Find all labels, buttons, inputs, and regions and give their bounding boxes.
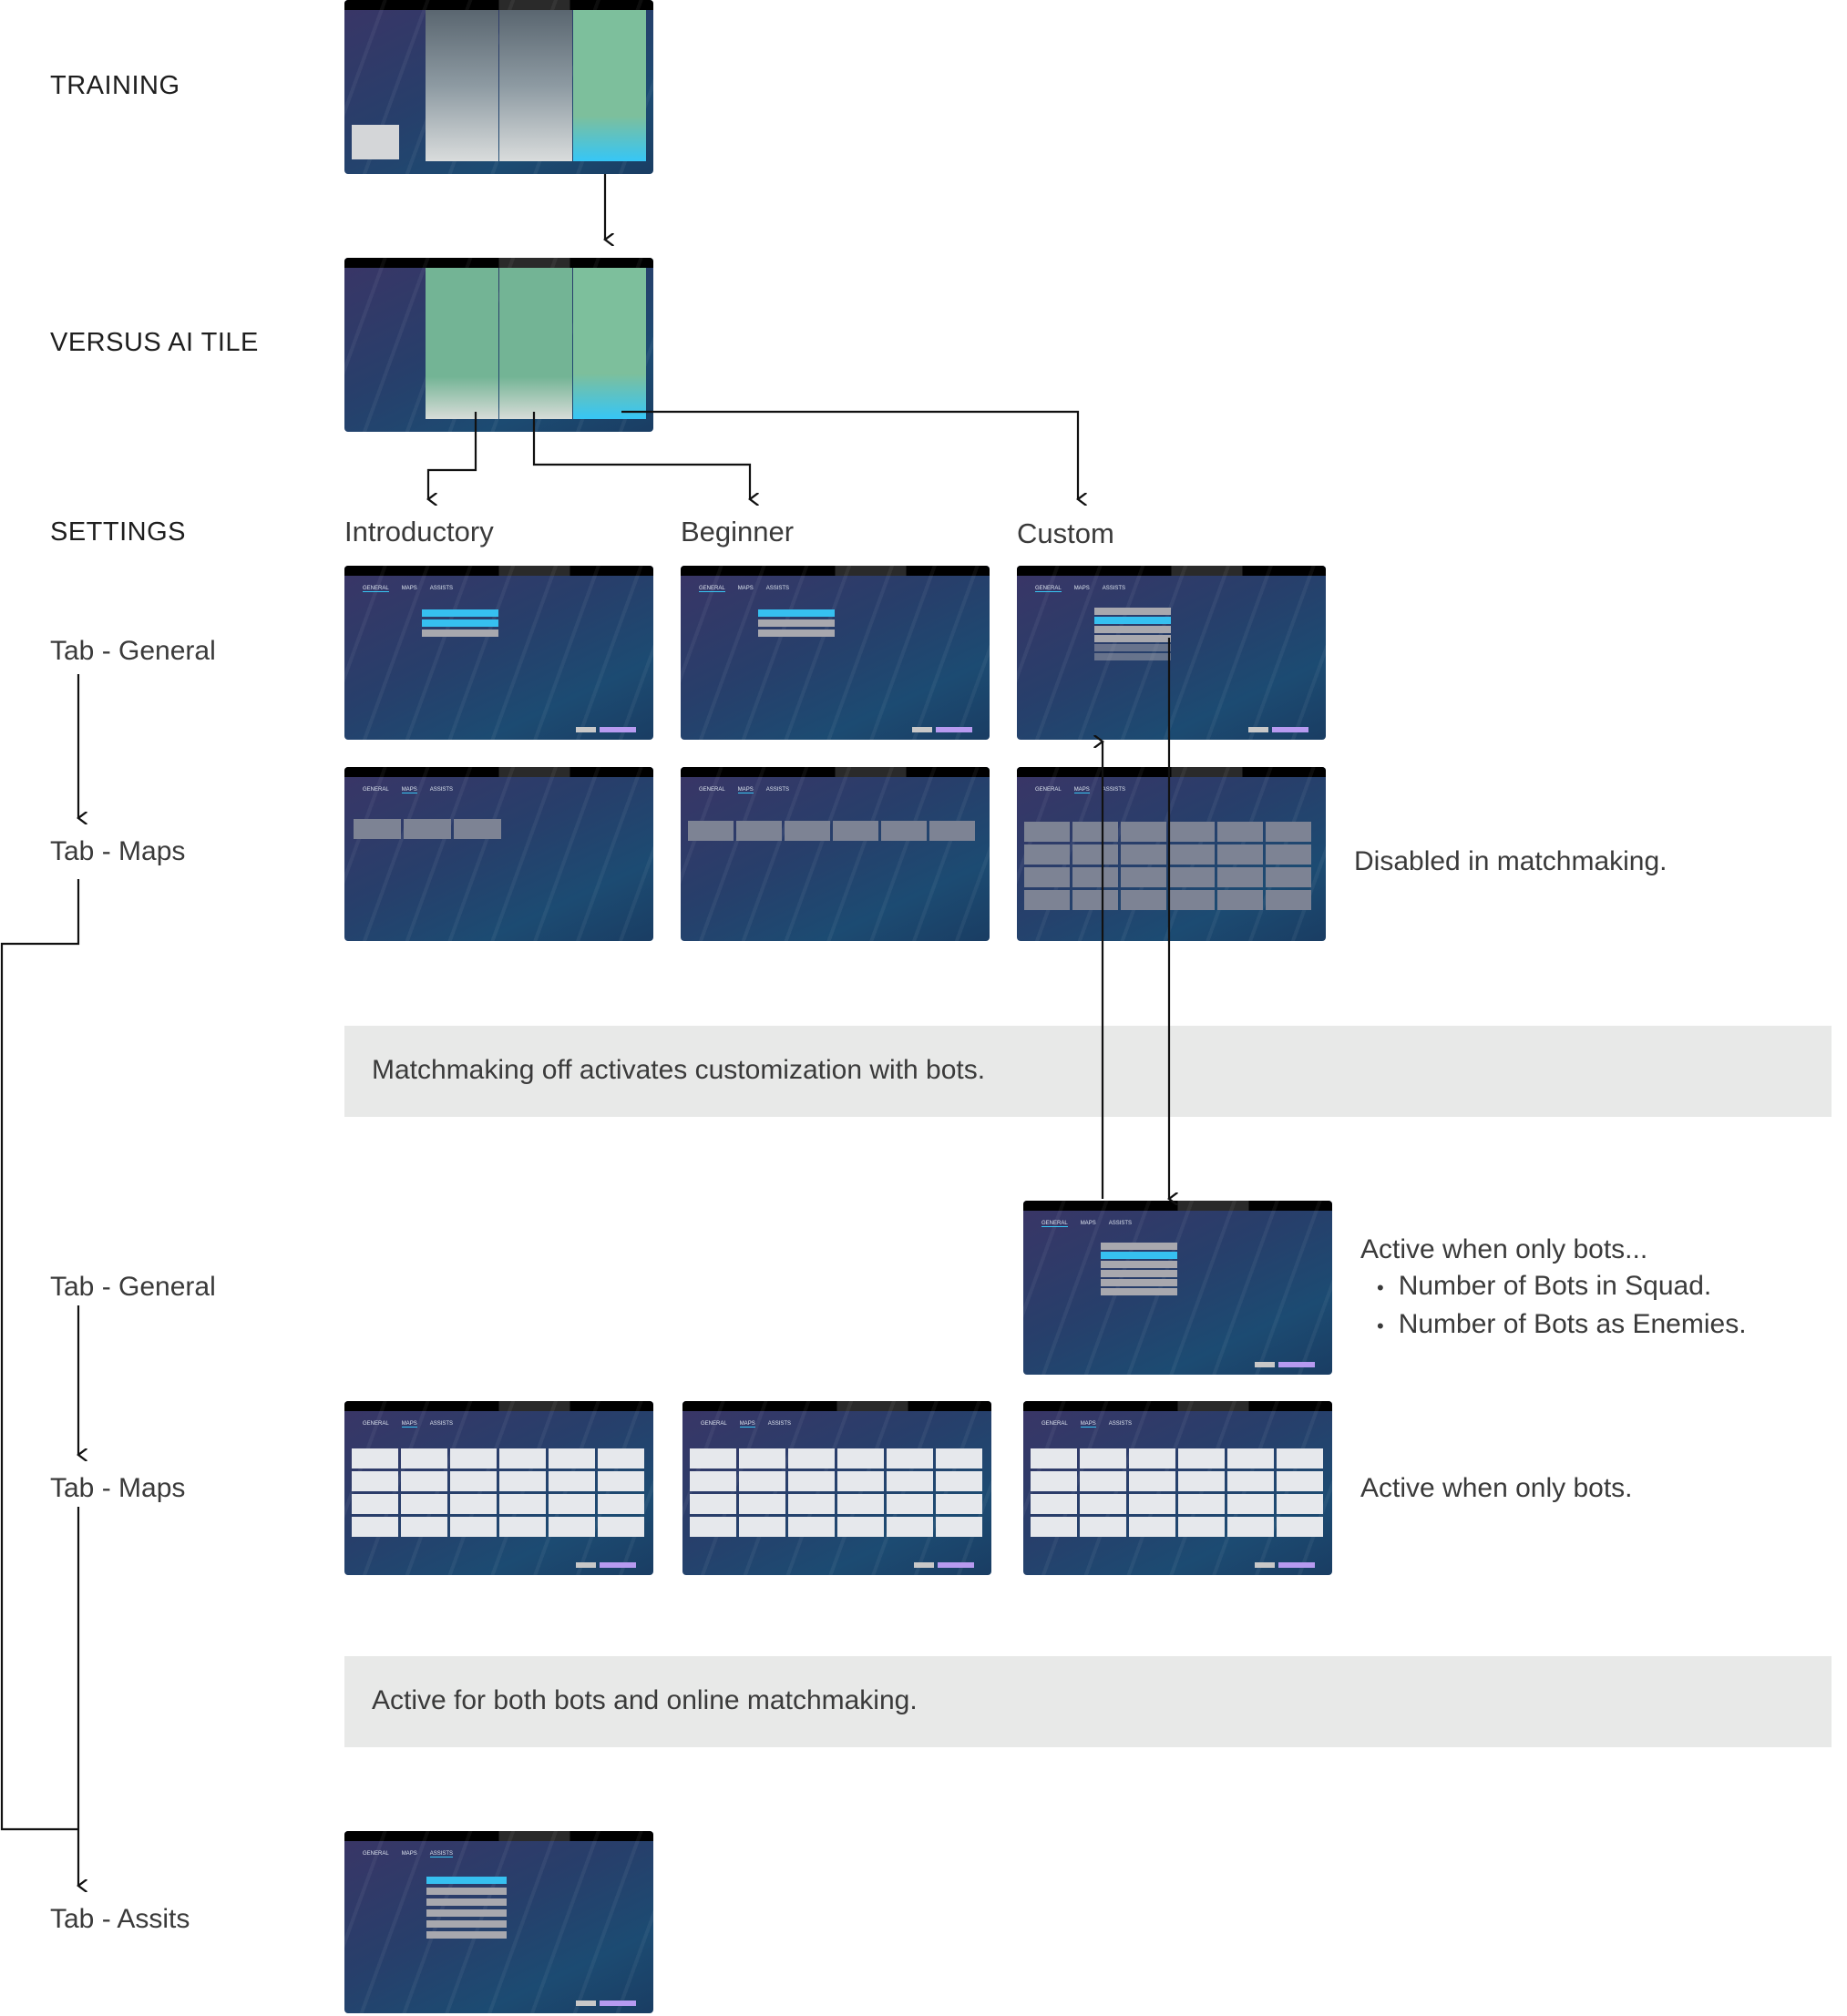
bracket-maps-to-assists [0, 879, 80, 1831]
thumb-training-screen [344, 0, 653, 174]
column-introductory: Introductory [344, 516, 494, 547]
thumb-versus-ai-screen [344, 258, 653, 432]
note-item: Number of Bots in Squad. [1399, 1268, 1747, 1306]
band-active-both: Active for both bots and online matchmak… [344, 1656, 1832, 1747]
tab-assists-label: Tab - Assits [50, 1904, 190, 1934]
arrow-to-introductory [428, 412, 477, 499]
arrow-to-custom [621, 410, 1078, 499]
note-active-when-only-bots: Active when only bots. [1360, 1473, 1633, 1503]
section-training: TRAINING [50, 71, 180, 100]
card-custom [573, 268, 646, 419]
note-title: Active when only bots... [1360, 1234, 1648, 1264]
tab-general-label-1: Tab - General [50, 636, 216, 666]
band-text: Matchmaking off activates customization … [372, 1055, 986, 1085]
card-tutorial [499, 10, 572, 161]
section-settings: SETTINGS [50, 517, 187, 547]
band-text: Active for both bots and online matchmak… [372, 1685, 918, 1715]
tab-maps-label-2: Tab - Maps [50, 1473, 186, 1503]
tab-general-label-2: Tab - General [50, 1272, 216, 1302]
section-versus-ai-tile: VERSUS AI TILE [50, 328, 259, 357]
card-introductory [426, 268, 498, 419]
note-disabled-matchmaking: Disabled in matchmaking. [1354, 846, 1667, 876]
note-list: Number of Bots in Squad. Number of Bots … [1360, 1268, 1747, 1345]
tab-maps-label-1: Tab - Maps [50, 836, 186, 866]
note-active-only-bots: Active when only bots... Number of Bots … [1360, 1232, 1747, 1345]
card-shooting-range [426, 10, 498, 161]
note-item: Number of Bots as Enemies. [1399, 1306, 1747, 1345]
thumb-placeholder [352, 125, 399, 159]
column-custom: Custom [1017, 517, 1114, 549]
column-beginner: Beginner [681, 516, 795, 547]
card-beginner [499, 268, 572, 419]
band-matchmaking-off: Matchmaking off activates customization … [344, 1026, 1832, 1117]
arrow-to-beginner [532, 412, 750, 499]
card-assists [573, 10, 646, 161]
